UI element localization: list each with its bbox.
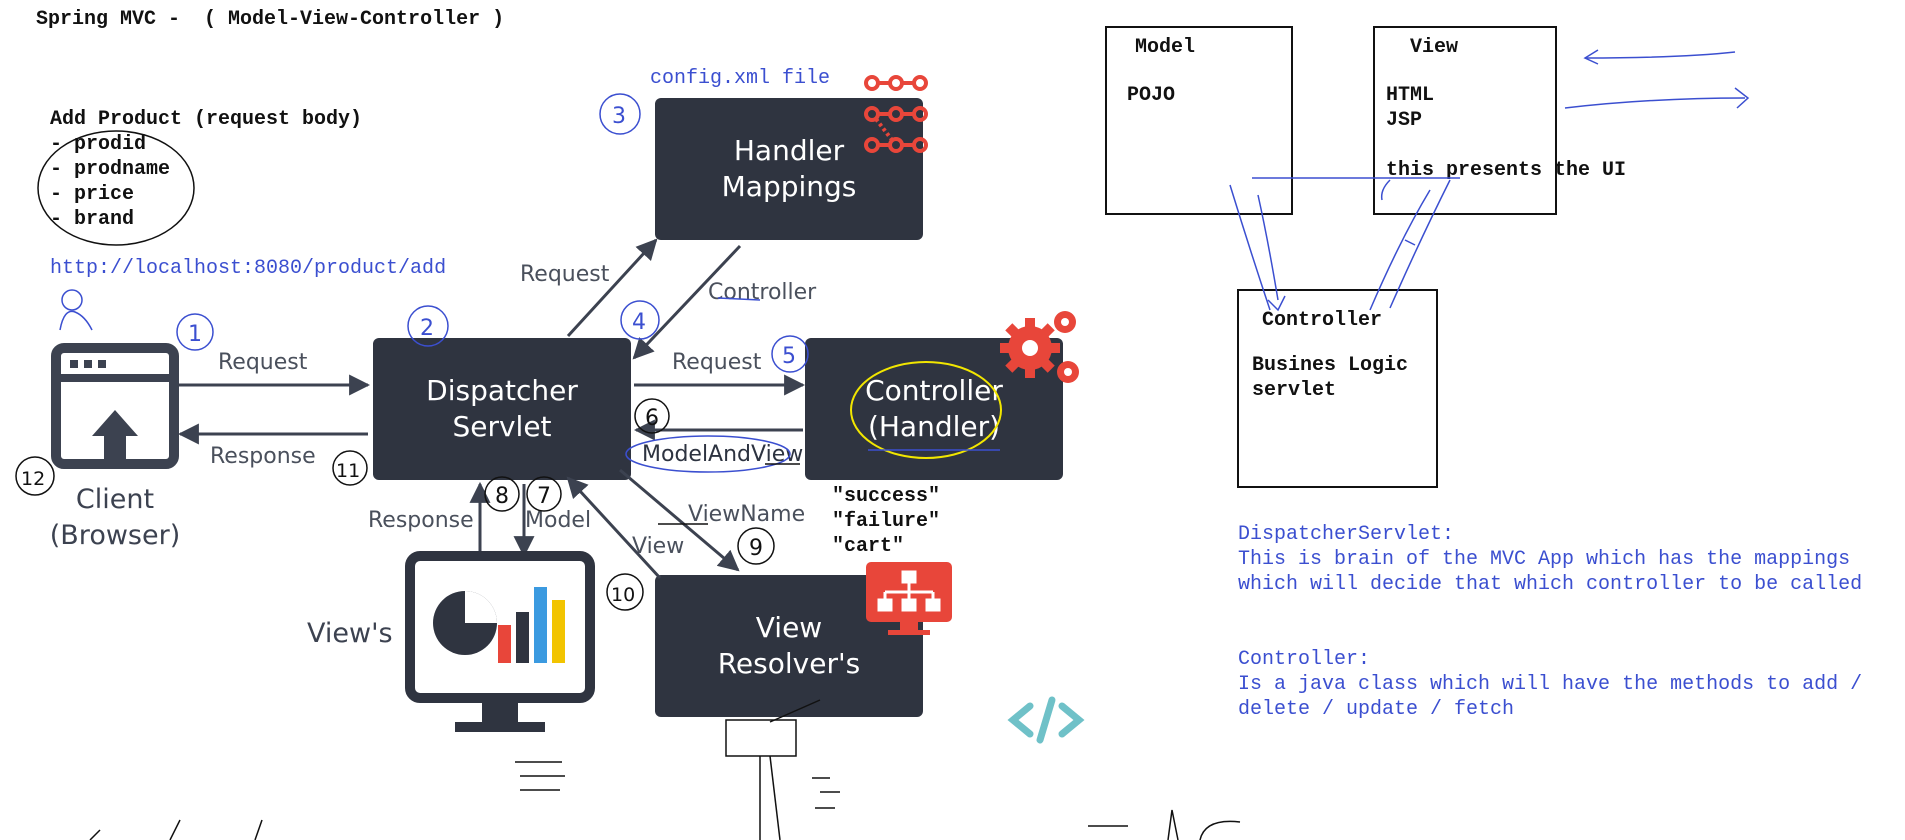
mvc-view-line1: HTML [1386, 84, 1435, 107]
handler-mappings-box: Handler Mappings [655, 98, 923, 240]
step-5: 5 [782, 344, 796, 369]
dispatcher-servlet-box: Dispatcher Servlet [373, 338, 631, 480]
step-9: 9 [749, 536, 763, 561]
step-1: 1 [188, 322, 202, 347]
arrow-label-response: Response [210, 444, 316, 469]
mvc-controller-box [1237, 289, 1438, 488]
arrow-label-response-view: Response [368, 508, 474, 533]
endpoint-url: http://localhost:8080/product/add [50, 257, 447, 280]
mvc-view-box [1373, 26, 1557, 215]
browser-upload-icon [51, 343, 179, 469]
view-resolver-label: View Resolver's [717, 611, 861, 680]
step-12: 12 [21, 468, 45, 490]
step-10: 10 [611, 584, 635, 606]
step-3: 3 [612, 104, 626, 129]
dispatcher-servlet-label: Dispatcher Servlet [426, 374, 578, 443]
step-2: 2 [420, 316, 434, 341]
client-label-line2: (Browser) [49, 520, 181, 551]
arrow-label-viewname: ViewName [688, 502, 806, 527]
mvc-view-line3: this presents the UI [1386, 159, 1627, 182]
mvc-controller-line2: servlet [1252, 379, 1337, 402]
mvc-controller-line1: Busines Logic [1252, 354, 1409, 377]
step-7: 7 [537, 484, 551, 509]
step-11: 11 [336, 460, 360, 482]
view-name-cart: "cart" [832, 535, 905, 558]
note-controller-text: Is a java class which will have the meth… [1238, 673, 1863, 721]
request-field: - brand [50, 208, 135, 231]
controller-handler-label: Controller (Handler) [865, 374, 1003, 443]
client-label-line1: Client [75, 484, 155, 515]
handler-mappings-label: Handler Mappings [721, 134, 857, 203]
request-field: - prodname [50, 158, 171, 181]
mvc-model-box [1105, 26, 1293, 215]
mvc-controller-title: Controller [1262, 309, 1383, 332]
step-8: 8 [495, 484, 509, 509]
gear-icon [1000, 311, 1079, 383]
request-field: - prodid [50, 133, 147, 156]
mvc-view-line2: JSP [1386, 109, 1423, 132]
views-label: View's [307, 618, 393, 649]
view-name-failure: "failure" [832, 510, 941, 533]
config-file-label: config.xml file [650, 67, 831, 90]
chart-monitor-icon [405, 551, 595, 732]
step-4: 4 [632, 310, 646, 335]
arrow-label-model-and-view: ModelAndView [642, 442, 804, 467]
arrow-label-request-ctrl: Request [672, 350, 762, 375]
arrow-label-request: Request [218, 350, 308, 375]
step-6: 6 [645, 406, 659, 431]
controller-highlight [850, 361, 1002, 459]
arrow-label-controller: Controller [708, 280, 817, 305]
note-dispatcher-heading: DispatcherServlet: [1238, 523, 1455, 546]
network-nodes-icon [864, 75, 928, 153]
mvc-model-content: POJO [1127, 84, 1176, 107]
model-and-view-circle [625, 435, 791, 473]
request-field: - price [50, 183, 135, 206]
view-name-success: "success" [832, 485, 941, 508]
note-controller-heading: Controller: [1238, 648, 1371, 671]
request-body-heading: Add Product (request body) [50, 108, 363, 131]
arrow-label-model: Model [525, 508, 592, 533]
note-dispatcher-text: This is brain of the MVC App which has t… [1238, 548, 1863, 596]
code-brackets-icon [1007, 696, 1085, 744]
request-body-circle [37, 130, 195, 246]
client-label: Client (Browser) [35, 482, 195, 554]
mvc-model-title: Model [1135, 36, 1196, 59]
arrow-label-request-hm: Request [520, 262, 610, 287]
page-title: Spring MVC - ( Model-View-Controller ) [36, 8, 505, 31]
mvc-view-title: View [1410, 36, 1459, 59]
sitemap-monitor-icon [866, 562, 952, 635]
user-icon [59, 289, 93, 331]
